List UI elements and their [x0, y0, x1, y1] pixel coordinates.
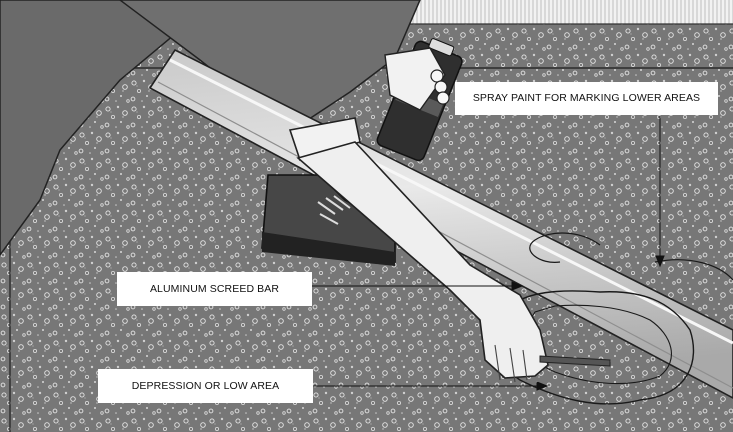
- marker-stick: [539, 355, 611, 367]
- worker-arm: [288, 117, 549, 383]
- screed-bar-label: ALUMINUM SCREED BAR: [117, 272, 312, 306]
- spray-paint-label: SPRAY PAINT FOR MARKING LOWER AREAS: [455, 82, 718, 115]
- depression-label: DEPRESSION OR LOW AREA: [98, 369, 313, 403]
- leader-lines: [312, 116, 665, 391]
- hand-with-can: [384, 47, 450, 111]
